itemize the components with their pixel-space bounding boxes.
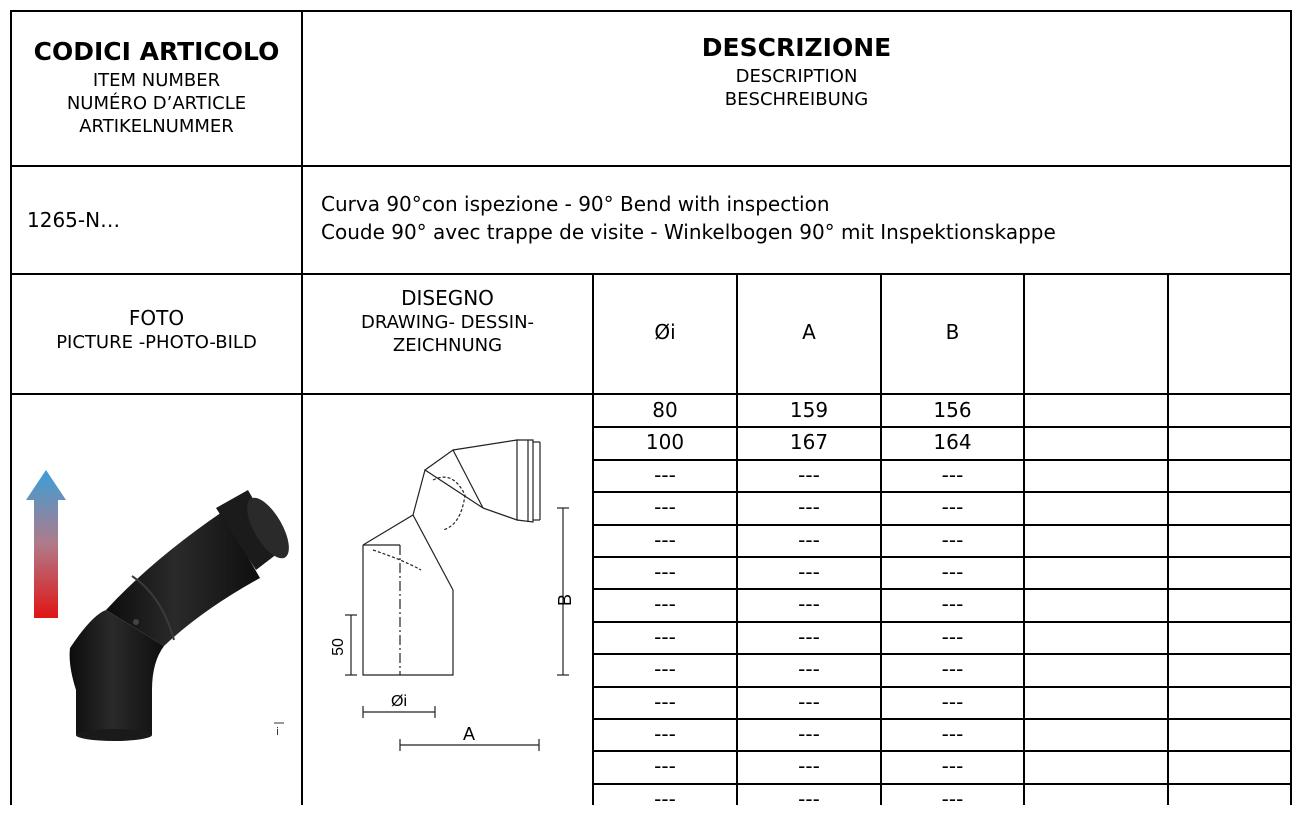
dimension-b-label: B [555, 594, 575, 606]
descrizione-line-en: DESCRIPTION [735, 65, 858, 87]
table-cell: 164 [933, 430, 972, 455]
product-photo: i [26, 470, 289, 741]
item-code: 1265-N… [27, 208, 121, 232]
dimension-b [557, 507, 569, 676]
table-row-divider [593, 750, 1290, 752]
item-description-line2: Coude 90° avec trappe de visite - Winkel… [321, 220, 1056, 244]
dimension-50 [345, 614, 357, 676]
disegno-label: DISEGNO DRAWING- DESSIN- ZEICHNUNG [303, 285, 592, 358]
table-cell: --- [941, 560, 964, 584]
dimension-a-label: A [463, 724, 475, 744]
table-cell: --- [654, 786, 676, 811]
descrizione-line-de: BESCHREIBUNG [724, 88, 869, 110]
table-cell: --- [798, 624, 820, 649]
table-cell: --- [941, 689, 964, 714]
table-row-divider [593, 783, 1290, 785]
table-cell: --- [941, 657, 964, 682]
table-cell: --- [941, 592, 964, 617]
codici-header: CODICI ARTICOLO ITEM NUMBER NUMÉRO D’ART… [12, 36, 301, 139]
table-cell: --- [798, 527, 820, 552]
table-cell: --- [798, 657, 820, 682]
table-cell: --- [798, 495, 820, 520]
table-cell: --- [941, 722, 964, 746]
table-row-divider [593, 718, 1290, 720]
dimension-oi [362, 706, 436, 718]
descrizione-header: DESCRIZIONE DESCRIPTION BESCHREIBUNG [303, 32, 1290, 111]
item-description-line1: Curva 90°con ispezione - 90° Bend with i… [321, 192, 830, 216]
table-cell: --- [798, 592, 820, 617]
table-cell: --- [654, 560, 676, 584]
disegno-subtitle-2: ZEICHNUNG [392, 335, 503, 357]
table-row-divider [593, 588, 1290, 590]
table-cell: --- [941, 495, 964, 520]
technical-drawing: B 50 Øi A [330, 439, 575, 751]
table-cell: --- [798, 689, 820, 714]
col-divider-a [880, 273, 882, 805]
codici-title: CODICI ARTICOLO [33, 37, 280, 66]
divider-header [10, 165, 1292, 167]
table-cell: --- [654, 722, 676, 746]
table-cell: --- [798, 754, 820, 779]
dimension-a [399, 739, 540, 751]
flow-arrow-icon [26, 470, 66, 618]
table-cell: --- [798, 560, 820, 584]
col-header-a: A [802, 320, 816, 344]
codici-line-en: ITEM NUMBER [92, 69, 221, 91]
col-header-oi: Øi [654, 320, 676, 344]
codici-line-de: ARTIKELNUMMER [79, 116, 234, 138]
table-cell: 80 [652, 398, 678, 422]
table-cell: --- [941, 624, 964, 649]
table-row-divider [593, 426, 1290, 428]
table-cell: --- [654, 495, 676, 520]
table-cell: --- [654, 657, 676, 682]
table-cell: 100 [645, 430, 685, 455]
table-cell: --- [798, 722, 820, 746]
table-cell: 159 [789, 398, 829, 422]
table-cell: --- [798, 786, 820, 811]
disegno-title: DISEGNO [401, 286, 494, 310]
col-divider-foto [301, 393, 303, 805]
table-row-divider [593, 556, 1290, 558]
table-row-divider [593, 621, 1290, 623]
col-divider-oi [736, 273, 738, 805]
table-cell: --- [654, 527, 676, 552]
border-top [10, 10, 1292, 12]
col-divider-extra [1167, 273, 1169, 805]
table-cell: --- [654, 754, 676, 779]
foto-label: FOTO PICTURE -PHOTO-BILD [12, 305, 301, 354]
disegno-subtitle-1: DRAWING- DESSIN- [360, 312, 535, 333]
col-header-b: B [945, 320, 960, 344]
dimension-oi-label: Øi [391, 693, 407, 710]
table-cell: --- [941, 527, 964, 552]
col-divider-b [1023, 273, 1025, 805]
divider-item [10, 273, 1292, 275]
table-row-divider [593, 524, 1290, 526]
col-divider-disegno [592, 273, 594, 805]
table-row-divider [593, 459, 1290, 461]
table-cell: --- [654, 462, 676, 487]
table-cell: --- [941, 754, 964, 779]
table-cell: --- [941, 462, 964, 487]
table-row-divider [593, 686, 1290, 688]
table-cell: --- [654, 624, 676, 649]
table-row-divider [593, 653, 1290, 655]
table-row-divider [593, 491, 1290, 493]
table-cell: --- [941, 786, 964, 811]
descrizione-title: DESCRIZIONE [701, 33, 892, 62]
foto-subtitle: PICTURE -PHOTO-BILD [56, 332, 257, 353]
codici-line-fr: NUMÉRO D’ARTICLE [66, 92, 247, 114]
table-cell: 156 [933, 398, 972, 422]
border-right [1290, 10, 1292, 805]
table-cell: 167 [789, 430, 829, 455]
table-cell: --- [654, 592, 676, 617]
col-divider-main [301, 10, 303, 393]
foto-title: FOTO [128, 306, 185, 330]
border-left [10, 10, 12, 805]
dimension-50-label: 50 [330, 638, 347, 656]
photo-mark: i [276, 725, 279, 738]
divider-labels [10, 393, 1292, 395]
pipe-bend-image [69, 490, 289, 741]
table-cell: --- [654, 689, 676, 714]
table-cell: --- [798, 462, 820, 487]
